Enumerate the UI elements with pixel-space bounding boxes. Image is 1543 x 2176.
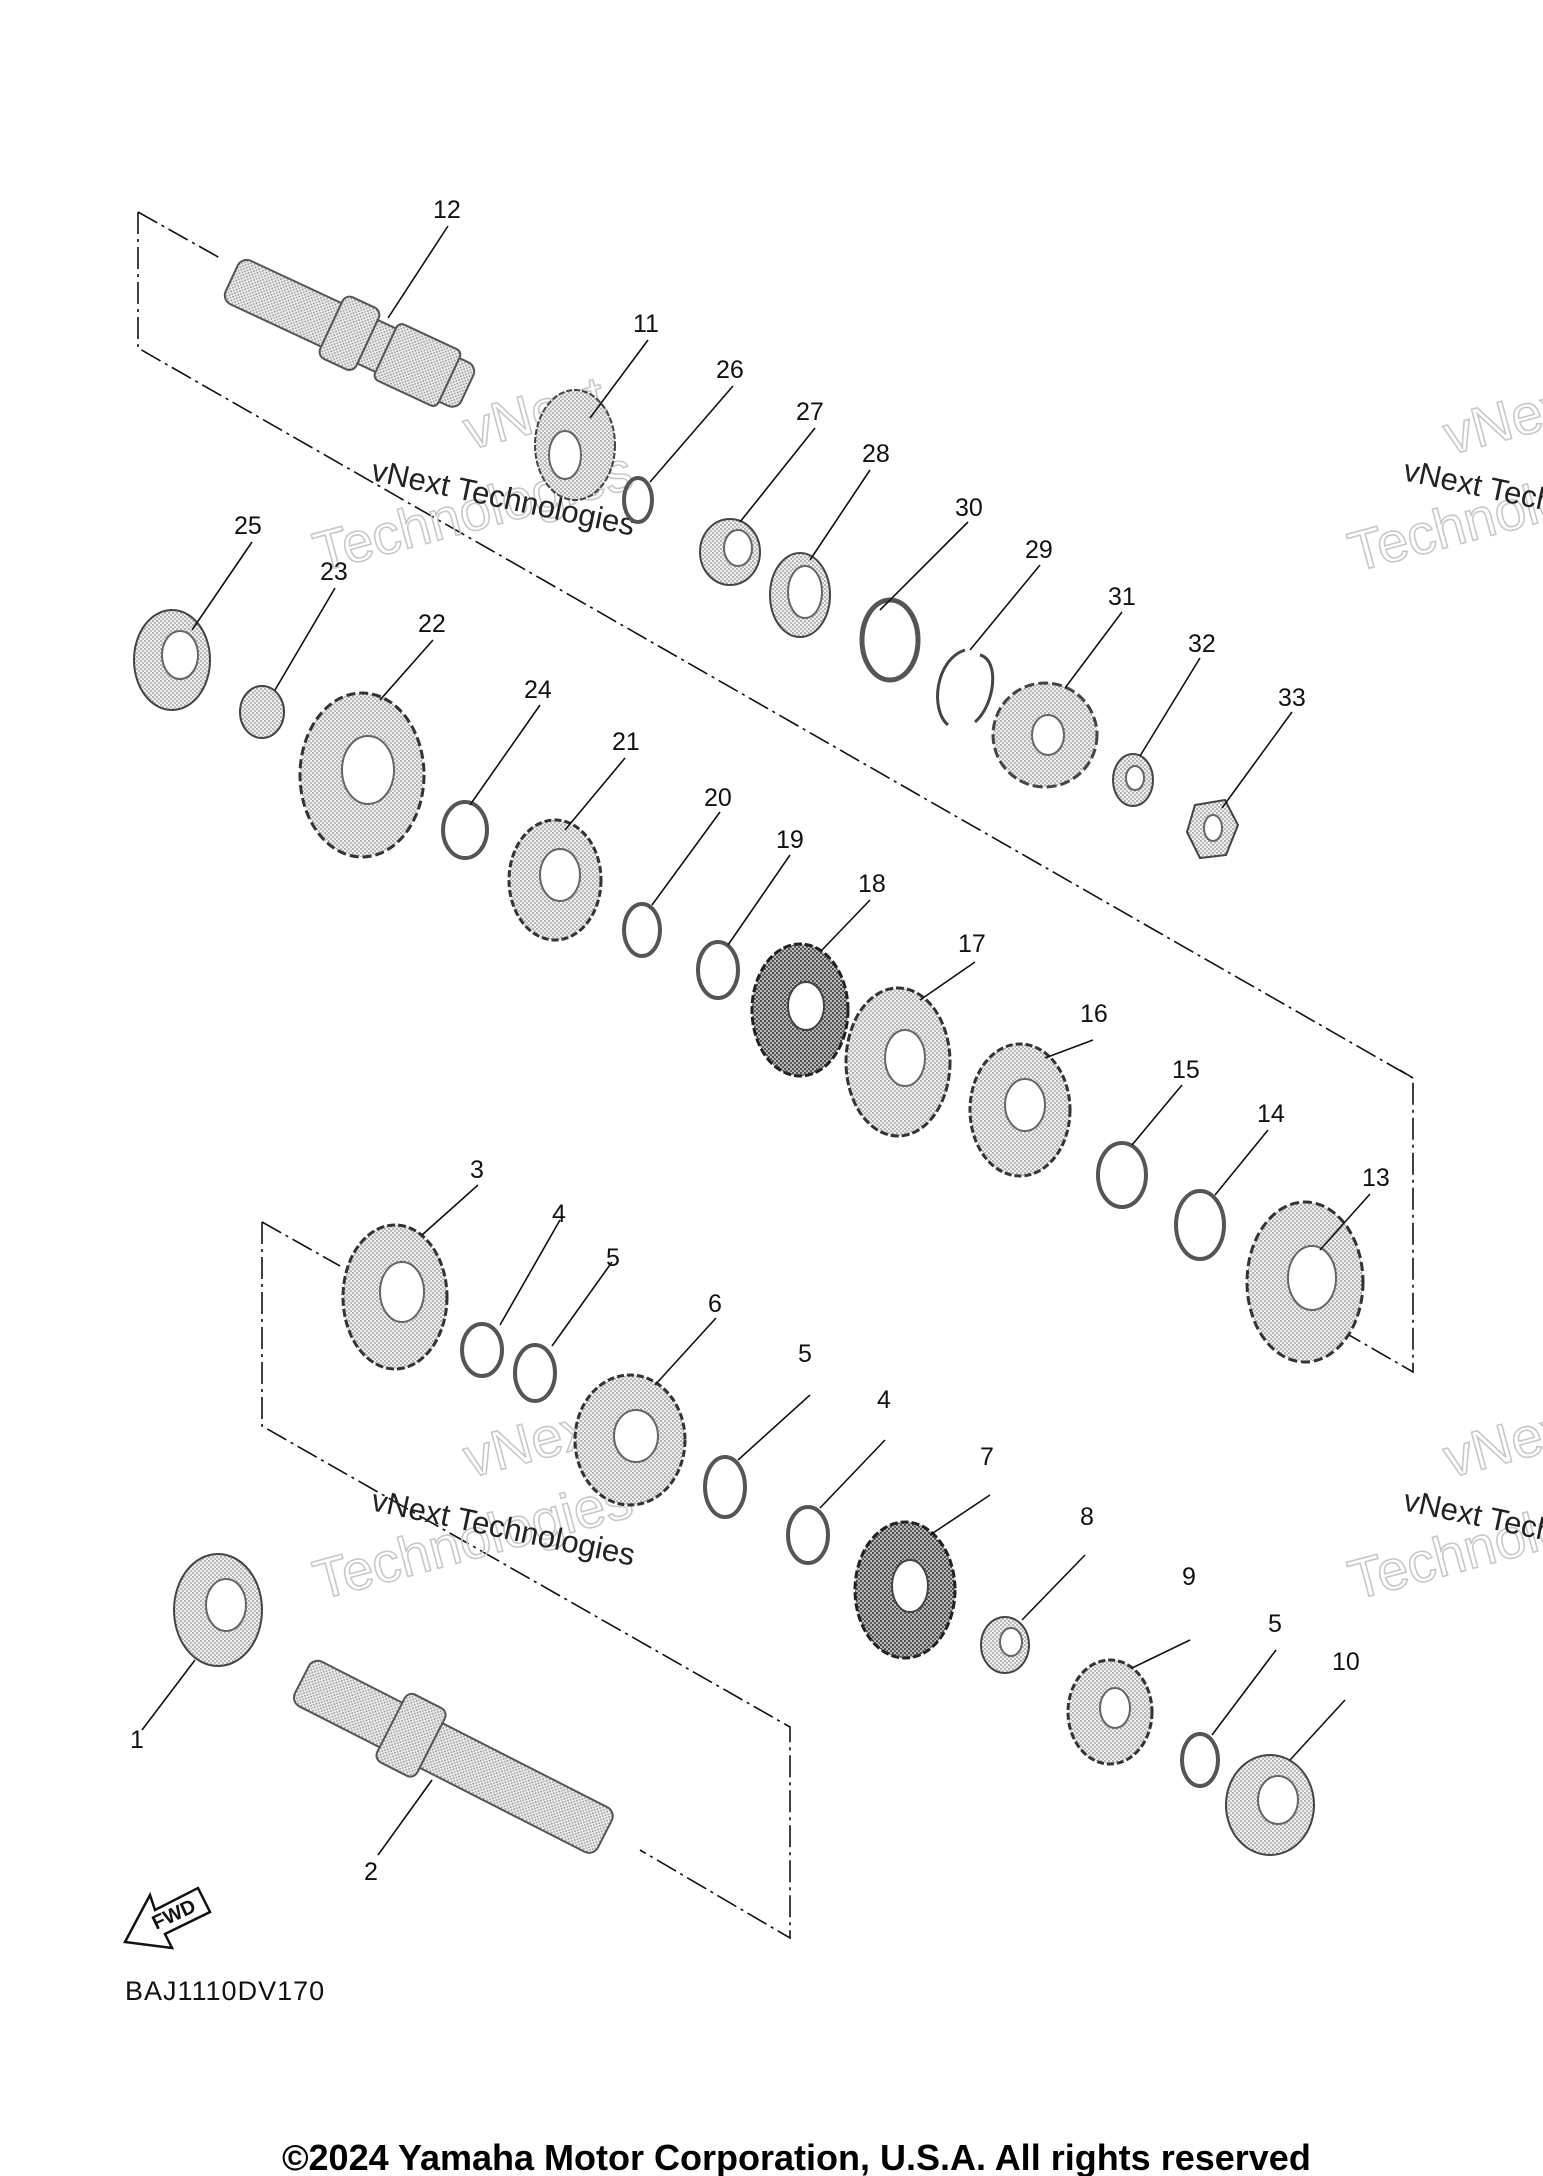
callout-4: 4 xyxy=(877,1386,891,1414)
callout-5: 5 xyxy=(798,1340,812,1368)
part-14-washer xyxy=(1174,1189,1226,1261)
part-25-bearing xyxy=(133,609,211,711)
callout-5: 5 xyxy=(1268,1610,1282,1638)
part-18-gear xyxy=(750,942,850,1078)
leader-lines xyxy=(141,225,1371,1856)
part-16-gear xyxy=(968,1042,1072,1178)
callout-19: 19 xyxy=(776,826,804,854)
fwd-arrow: FWD xyxy=(123,1886,212,1950)
part-7-gear xyxy=(853,1520,957,1660)
callout-27: 27 xyxy=(796,398,824,426)
callout-28: 28 xyxy=(862,440,890,468)
part-5-washer xyxy=(513,1343,557,1403)
callout-30: 30 xyxy=(955,494,983,522)
callout-24: 24 xyxy=(524,676,552,704)
callout-7: 7 xyxy=(980,1443,994,1471)
callout-20: 20 xyxy=(704,784,732,812)
part-21-gear xyxy=(507,818,603,942)
part-4-circlip xyxy=(786,1505,830,1565)
callout-9: 9 xyxy=(1182,1563,1196,1591)
callout-31: 31 xyxy=(1108,583,1136,611)
callout-1: 1 xyxy=(130,1726,144,1754)
callout-26: 26 xyxy=(716,356,744,384)
watermark-group-upper-right: Technologies vNext vNext Technologies xyxy=(1341,368,1543,585)
part-1-bearing xyxy=(173,1553,263,1667)
part-3-gear xyxy=(341,1223,449,1371)
part-31-drive-sprocket xyxy=(991,681,1099,789)
part-6-gear xyxy=(573,1373,687,1507)
watermark-vnext-text: vNext xyxy=(1437,1392,1543,1490)
callout-21: 21 xyxy=(612,728,640,756)
callout-5: 5 xyxy=(606,1244,620,1272)
part-13-gear xyxy=(1245,1200,1365,1364)
callout-25: 25 xyxy=(234,512,262,540)
part-32-lock-washer xyxy=(1112,753,1154,807)
callout-12: 12 xyxy=(433,196,461,224)
callout-11: 11 xyxy=(633,310,659,338)
part-29-circlip xyxy=(936,648,995,727)
callout-29: 29 xyxy=(1025,536,1053,564)
callout-14: 14 xyxy=(1257,1100,1285,1128)
part-15-circlip xyxy=(1096,1141,1148,1209)
callout-18: 18 xyxy=(858,870,886,898)
callout-8: 8 xyxy=(1080,1503,1094,1531)
part-4-circlip xyxy=(460,1322,504,1378)
callout-33: 33 xyxy=(1278,684,1306,712)
callout-13: 13 xyxy=(1362,1164,1390,1192)
callout-23: 23 xyxy=(320,558,348,586)
part-17-gear xyxy=(844,986,952,1138)
part-12-main-shaft xyxy=(223,258,476,408)
part-30-o-ring xyxy=(859,597,921,683)
part-5-washer xyxy=(703,1455,747,1519)
callout-17: 17 xyxy=(958,930,986,958)
part-23-collar xyxy=(239,685,285,739)
part-10-bearing xyxy=(1225,1754,1315,1856)
part-2-drive-axle xyxy=(292,1659,614,1854)
callout-15: 15 xyxy=(1172,1056,1200,1084)
upper-assembly-outline xyxy=(137,211,1414,1374)
part-19-circlip xyxy=(696,940,740,1000)
lower-assembly-outline xyxy=(261,1221,791,1940)
part-9-gear xyxy=(1066,1658,1154,1766)
part-28-oil-seal xyxy=(769,552,831,638)
callout-6: 6 xyxy=(708,1290,722,1318)
part-26-circlip xyxy=(622,476,654,524)
callouts: 1 2 3 4 5 6 5 4 7 8 9 5 10 11 12 13 14 1… xyxy=(130,196,1390,1886)
part-8-collar xyxy=(980,1616,1030,1674)
part-5-washer xyxy=(1180,1732,1220,1788)
diagram-code: BAJ1110DV170 xyxy=(125,1976,325,2006)
copyright-notice: ©2024 Yamaha Motor Corporation, U.S.A. A… xyxy=(282,2137,1311,2176)
watermark-vnext-text: vNext xyxy=(1437,369,1543,467)
part-33-nut xyxy=(1185,798,1240,860)
part-22-gear xyxy=(298,691,426,859)
callout-3: 3 xyxy=(470,1156,484,1184)
callout-16: 16 xyxy=(1080,1000,1108,1028)
callout-10: 10 xyxy=(1332,1648,1360,1676)
part-24-circlip xyxy=(441,800,489,860)
callout-4: 4 xyxy=(552,1200,566,1228)
part-20-washer xyxy=(622,902,662,958)
callout-2: 2 xyxy=(364,1858,378,1886)
callout-32: 32 xyxy=(1188,630,1216,658)
part-27-bushing xyxy=(699,518,761,586)
part-11-gear xyxy=(534,389,616,501)
callout-22: 22 xyxy=(418,610,446,638)
watermark-group-lower-right: Technologies vNext vNext Technologies xyxy=(1341,1391,1543,1613)
